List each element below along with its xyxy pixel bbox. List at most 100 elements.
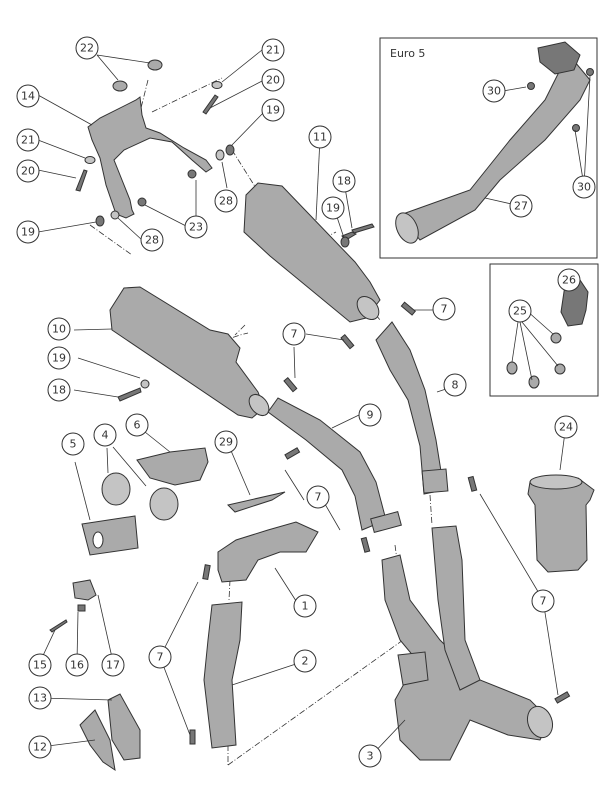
callout-12: 12 xyxy=(28,735,52,759)
part-4-clamp xyxy=(101,472,131,506)
callout-7: 7 xyxy=(432,297,456,321)
part-9-collar xyxy=(370,511,402,533)
callout-label: 7 xyxy=(540,595,547,608)
callout-20: 20 xyxy=(261,68,285,92)
part-19-washer xyxy=(140,379,150,389)
part-19-washer xyxy=(95,215,105,227)
callout-19: 19 xyxy=(16,220,40,244)
callout-7: 7 xyxy=(306,485,330,509)
callout-label: 12 xyxy=(33,741,47,754)
part-11-outlet xyxy=(356,295,380,321)
part-27-flange xyxy=(537,41,581,75)
part-25-plug xyxy=(506,361,518,375)
callout-16: 16 xyxy=(65,653,89,677)
callout-18: 18 xyxy=(332,169,356,193)
part-1-header xyxy=(217,521,319,583)
callout-label: 7 xyxy=(157,651,164,664)
euro5-inset-label: Euro 5 xyxy=(390,47,425,60)
part-21-washer xyxy=(211,81,223,89)
part-7-springs xyxy=(189,301,571,745)
part-7-spring xyxy=(360,536,371,553)
part-10-muffler xyxy=(109,286,265,419)
callout-7: 7 xyxy=(148,645,172,669)
part-16-clip xyxy=(77,604,86,612)
callout-11: 11 xyxy=(308,125,332,149)
part-27-end xyxy=(395,212,419,244)
part-18-bolt xyxy=(351,223,375,234)
callout-label: 25 xyxy=(513,305,527,318)
callout-26: 26 xyxy=(557,268,581,292)
callout-label: 19 xyxy=(266,104,280,117)
callout-label: 29 xyxy=(219,436,233,449)
part-28-spacer xyxy=(215,149,225,161)
part-20-bolt xyxy=(75,169,88,192)
part-14-bracket xyxy=(87,96,213,219)
callout-label: 3 xyxy=(367,750,374,763)
part-7-spring xyxy=(554,691,571,704)
part-5-shield xyxy=(81,515,139,556)
callout-label: 7 xyxy=(315,491,322,504)
callout-label: 22 xyxy=(80,42,94,55)
callout-label: 18 xyxy=(52,384,66,397)
callout-label: 20 xyxy=(21,165,35,178)
callout-5: 5 xyxy=(61,432,85,456)
callout-28: 28 xyxy=(140,228,164,252)
part-7-spring xyxy=(283,377,298,393)
callout-label: 9 xyxy=(367,409,374,422)
part-29-plate xyxy=(227,491,286,513)
callout-4: 4 xyxy=(93,423,117,447)
callout-label: 17 xyxy=(106,659,120,672)
callout-24: 24 xyxy=(554,415,578,439)
callout-3: 3 xyxy=(358,744,382,768)
part-18-bolt xyxy=(117,387,142,402)
callout-21: 21 xyxy=(16,128,40,152)
callout-label: 1 xyxy=(302,600,309,613)
part-13-cover xyxy=(107,693,141,761)
callout-17: 17 xyxy=(101,653,125,677)
callout-7: 7 xyxy=(282,322,306,346)
callout-6: 6 xyxy=(125,413,149,437)
callout-label: 19 xyxy=(52,352,66,365)
callout-label: 24 xyxy=(559,421,573,434)
part-26-connector xyxy=(560,279,589,327)
callout-label: 10 xyxy=(52,323,66,336)
callout-label: 16 xyxy=(70,659,84,672)
callout-25: 25 xyxy=(508,299,532,323)
part-8-collar xyxy=(421,468,449,494)
part-6-heatshield xyxy=(136,447,209,486)
callout-2: 2 xyxy=(293,649,317,673)
part-10-outlet xyxy=(248,393,270,417)
callout-label: 14 xyxy=(21,90,35,103)
callout-19: 19 xyxy=(47,346,71,370)
part-23-nut xyxy=(137,197,147,207)
callout-label: 19 xyxy=(326,202,340,215)
part-21-washer xyxy=(84,156,96,164)
callout-label: 30 xyxy=(487,85,501,98)
callout-19: 19 xyxy=(261,98,285,122)
callout-label: 28 xyxy=(145,234,159,247)
part-4-clamp xyxy=(149,487,179,521)
part-7-spring xyxy=(189,729,196,745)
callout-label: 11 xyxy=(313,131,327,144)
callout-13: 13 xyxy=(28,686,52,710)
callout-23: 23 xyxy=(184,215,208,239)
callout-7: 7 xyxy=(531,589,555,613)
callout-22: 22 xyxy=(75,36,99,60)
callout-27: 27 xyxy=(509,194,533,218)
part-17-cover xyxy=(72,579,97,601)
callout-label: 18 xyxy=(337,175,351,188)
callout-label: 7 xyxy=(441,303,448,316)
part-28-spacer xyxy=(110,210,120,220)
callout-9: 9 xyxy=(358,403,382,427)
callout-label: 23 xyxy=(189,221,203,234)
part-11-muffler xyxy=(243,182,381,323)
callout-14: 14 xyxy=(16,84,40,108)
callout-20: 20 xyxy=(16,159,40,183)
part-22-grommet xyxy=(147,59,163,71)
part-12-cover xyxy=(79,709,116,772)
part-7-spring xyxy=(202,564,211,580)
callout-label: 8 xyxy=(452,379,459,392)
part-15-screw xyxy=(49,619,68,633)
callout-30: 30 xyxy=(572,175,596,199)
